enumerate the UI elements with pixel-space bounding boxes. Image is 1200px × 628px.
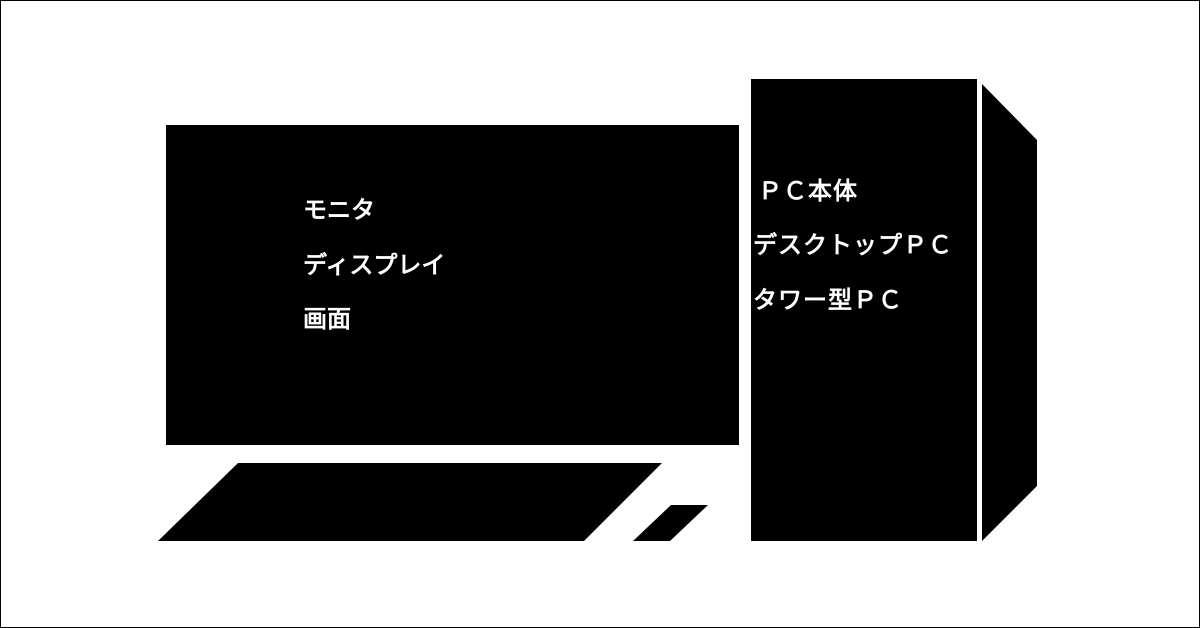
monitor-label-1: モニタ [303,196,375,224]
tower-front-panel [751,79,977,541]
mouse [633,505,708,541]
tower-side-panel [982,84,1037,541]
tower-label-2: デスクトップＰＣ [753,231,953,259]
monitor-screen [166,125,739,445]
tower-label-1: ＰＣ本体 [758,177,858,205]
tower-label-3: タワー型ＰＣ [753,286,903,314]
monitor-label-2: ディスプレイ [303,251,446,279]
keyboard [158,463,662,541]
monitor-label-3: 画面 [303,305,351,333]
